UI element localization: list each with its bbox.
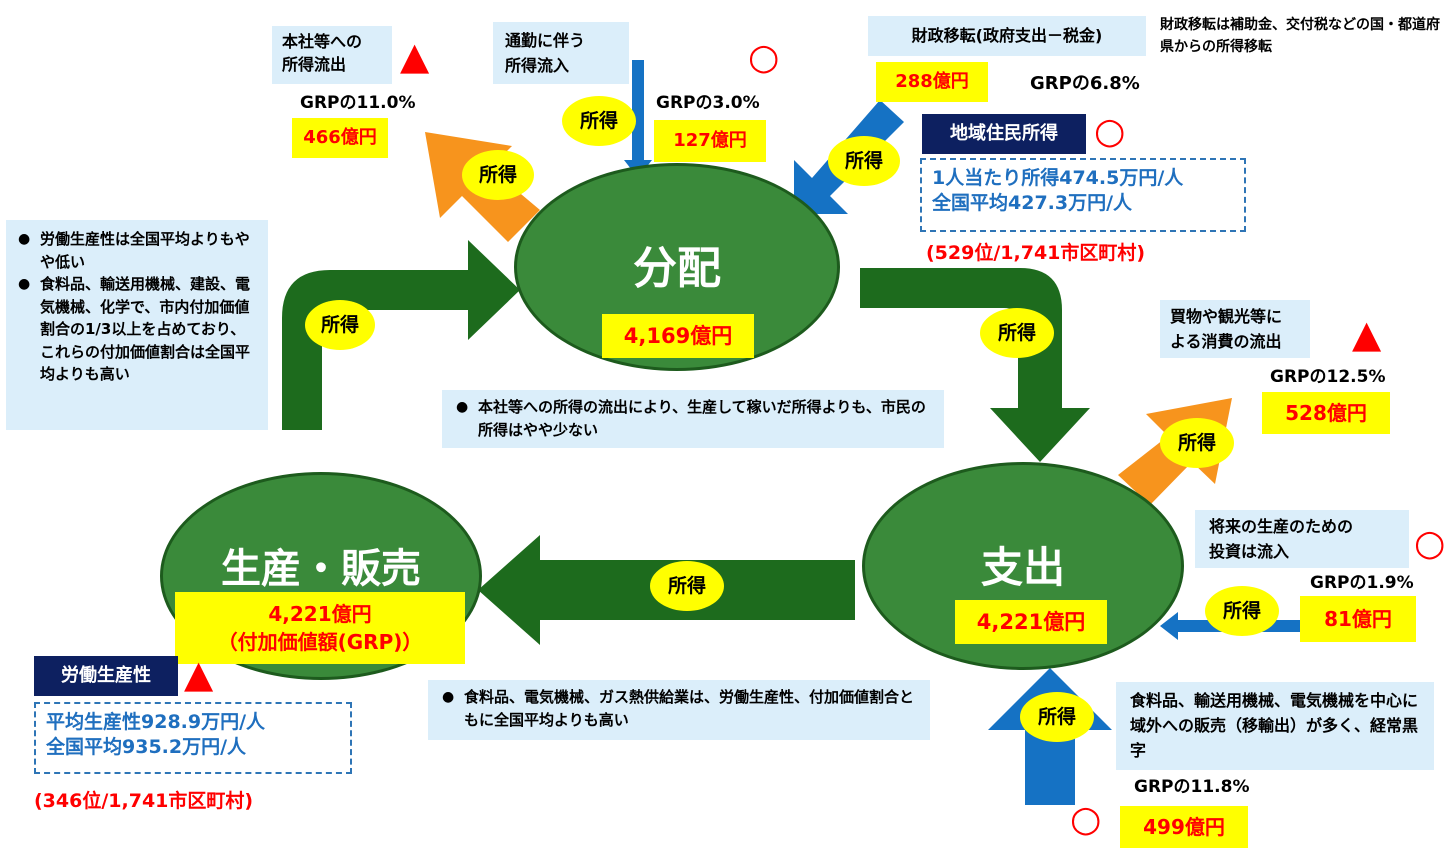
resident-income-national-average: 全国平均427.3万円/人 xyxy=(932,192,1133,214)
arrow-commute-inflow xyxy=(624,60,652,178)
investment-inflow-mark: ○ xyxy=(1414,523,1446,564)
investment-inflow-label: 将来の生産のための 投資は流入 xyxy=(1195,510,1409,568)
bottom-note: 食料品、電気機械、ガス熱供給業は、労働生産性、付加価値割合ともに全国平均よりも高… xyxy=(428,680,930,740)
bottom-note-text: 食料品、電気機械、ガス熱供給業は、労働生産性、付加価値割合ともに全国平均よりも高… xyxy=(438,686,920,732)
fiscal-transfer-label: 財政移転(政府支出－税金) xyxy=(868,16,1146,56)
resident-income-mark: ○ xyxy=(1094,111,1126,152)
flow-label-commute: 所得 xyxy=(562,96,636,146)
flow-label-outflow-hq: 所得 xyxy=(462,150,534,200)
labor-productivity-national-average: 全国平均935.2万円/人 xyxy=(46,736,247,758)
consumption-outflow-mark: ▲ xyxy=(1352,312,1382,356)
outflow-hq-amount: 466億円 xyxy=(292,118,388,158)
resident-income-title: 地域住民所得 xyxy=(922,114,1086,154)
expenditure-title: 支出 xyxy=(980,543,1065,592)
flow-label-fiscal: 所得 xyxy=(828,136,900,186)
consumption-outflow-amount: 528億円 xyxy=(1262,392,1390,434)
resident-income-box: 1人当たり所得474.5万円/人 全国平均427.3万円/人 xyxy=(920,158,1246,232)
center-note: 本社等への所得の流出により、生産して稼いだ所得よりも、市民の所得はやや少ない xyxy=(442,390,944,448)
labor-productivity-box: 平均生産性928.9万円/人 全国平均935.2万円/人 xyxy=(34,702,352,774)
distribution-title: 分配 xyxy=(633,243,721,294)
outflow-hq-mark: ▲ xyxy=(400,34,430,78)
productivity-note-2: 食料品、輸送用機械、建設、電気機械、化学で、市内付加価値割合の1/3以上を占めて… xyxy=(14,273,260,386)
flow-label-consumption: 所得 xyxy=(1160,418,1234,468)
investment-inflow-amount: 81億円 xyxy=(1300,596,1416,642)
arrow-production-to-distribution xyxy=(282,240,520,430)
labor-productivity-average: 平均生産性928.9万円/人 xyxy=(46,711,266,733)
center-note-text: 本社等への所得の流出により、生産して稼いだ所得よりも、市民の所得はやや少ない xyxy=(452,396,934,442)
consumption-outflow-label: 買物や観光等に よる消費の流出 xyxy=(1160,300,1310,358)
productivity-note-1: 労働生産性は全国平均よりもやや低い xyxy=(14,228,260,273)
flow-label-distribution-expenditure: 所得 xyxy=(980,308,1054,358)
labor-productivity-mark: ▲ xyxy=(184,652,214,696)
flow-label-investment: 所得 xyxy=(1205,586,1279,636)
flow-label-expenditure-production: 所得 xyxy=(650,561,724,611)
productivity-notes: 労働生産性は全国平均よりもやや低い 食料品、輸送用機械、建設、電気機械、化学で、… xyxy=(6,220,268,430)
labor-productivity-title: 労働生産性 xyxy=(34,656,178,696)
fiscal-transfer-note: 財政移転は補助金、交付税などの国・都道府県からの所得移転 xyxy=(1160,17,1440,55)
flow-label-exports: 所得 xyxy=(1020,692,1094,742)
production-title: 生産・販売 xyxy=(221,546,421,592)
fiscal-transfer-grp: GRPの6.8% xyxy=(1030,73,1140,94)
outflow-hq-grp: GRPの11.0% xyxy=(300,93,416,113)
distribution-value: 4,169億円 xyxy=(602,314,754,358)
outflow-hq-label: 本社等への 所得流出 xyxy=(272,26,392,84)
flow-label-production-distribution: 所得 xyxy=(305,300,375,350)
investment-inflow-grp: GRPの1.9% xyxy=(1310,573,1414,593)
exports-mark: ○ xyxy=(1070,799,1102,840)
fiscal-transfer-amount: 288億円 xyxy=(876,62,988,102)
resident-income-per-capita: 1人当たり所得474.5万円/人 xyxy=(932,167,1184,189)
production-value-caption: （付加価値額(GRP)） xyxy=(217,630,423,654)
consumption-outflow-grp: GRPの12.5% xyxy=(1270,367,1386,387)
commute-inflow-grp: GRPの3.0% xyxy=(656,93,760,113)
labor-productivity-rank: (346位/1,741市区町村) xyxy=(34,790,254,812)
production-value-amount: 4,221億円 xyxy=(268,602,372,626)
production-value: 4,221億円 （付加価値額(GRP)） xyxy=(175,592,465,664)
commute-inflow-amount: 127億円 xyxy=(654,120,766,162)
expenditure-value: 4,221億円 xyxy=(955,600,1107,644)
exports-grp: GRPの11.8% xyxy=(1134,777,1250,797)
commute-inflow-mark: ○ xyxy=(748,37,780,78)
exports-amount: 499億円 xyxy=(1120,806,1248,848)
resident-income-rank: (529位/1,741市区町村) xyxy=(926,242,1146,264)
commute-inflow-label: 通勤に伴う 所得流入 xyxy=(493,22,629,84)
exports-label: 食料品、輸送用機械、電気機械を中心に域外への販売（移輸出）が多く、経常黒字 xyxy=(1116,682,1434,770)
